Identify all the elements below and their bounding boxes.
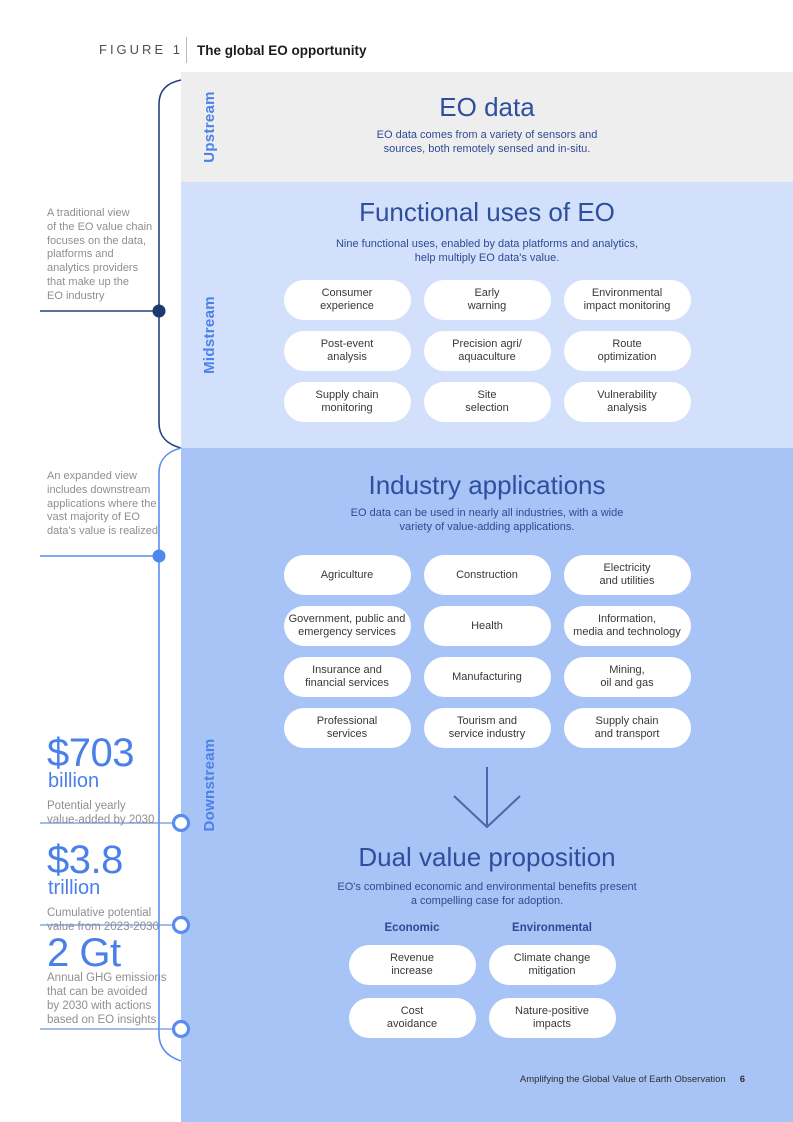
midstream-subtitle: Nine functional uses, enabled by data pl… bbox=[335, 238, 639, 264]
pill-climate-change-mitigation: Climate change mitigation bbox=[488, 945, 616, 985]
pill-construction: Construction bbox=[423, 555, 551, 595]
pill-site-selection: Site selection bbox=[423, 382, 551, 422]
stat-3-8-unit: trillion bbox=[48, 877, 101, 899]
figure-label: FIGURE 1 bbox=[99, 42, 183, 57]
pill-precision-agri-aquaculture: Precision agri/ aquaculture bbox=[423, 331, 551, 371]
industry-subtitle: EO data can be used in nearly all indust… bbox=[350, 507, 624, 533]
report-title: Amplifying the Global Value of Earth Obs… bbox=[519, 1074, 726, 1085]
industry-grid: Agriculture Construction Electricity and… bbox=[181, 555, 793, 748]
pill-early-warning: Early warning bbox=[423, 280, 551, 320]
traditional-view-annotation: A traditional view of the EO value chain… bbox=[47, 207, 153, 302]
pill-vulnerability-analysis: Vulnerability analysis bbox=[563, 382, 691, 422]
industry-title: Industry applications bbox=[368, 470, 606, 500]
dual-column-headers: Economic Environmental bbox=[176, 922, 788, 934]
stat-2gt-caption: Annual GHG emissions that can be avoided… bbox=[47, 972, 167, 1026]
pill-supply-chain-monitoring: Supply chain monitoring bbox=[283, 382, 411, 422]
pill-mining-oil-gas: Mining, oil and gas bbox=[563, 657, 691, 697]
pill-route-optimization: Route optimization bbox=[563, 331, 691, 371]
midstream-band: Midstream Functional uses of EO Nine fun… bbox=[181, 182, 793, 448]
dual-value-grid: Revenue increase Climate change mitigati… bbox=[176, 945, 788, 1038]
midstream-title: Functional uses of EO bbox=[359, 197, 615, 227]
pill-consumer-experience: Consumer experience bbox=[283, 280, 411, 320]
figure-title: The global EO opportunity bbox=[197, 43, 367, 58]
expanded-view-annotation: An expanded view includes downstream app… bbox=[47, 470, 158, 538]
stat-703-caption: Potential yearly value-added by 2030 bbox=[47, 800, 155, 826]
page-footer: Amplifying the Global Value of Earth Obs… bbox=[520, 1074, 745, 1085]
pill-manufacturing: Manufacturing bbox=[423, 657, 551, 697]
figure-header-divider bbox=[186, 37, 187, 63]
pill-insurance-financial-services: Insurance and financial services bbox=[283, 657, 411, 697]
stat-3-8-caption: Cumulative potential value from 2023-203… bbox=[47, 907, 159, 933]
annotation2-dot bbox=[152, 549, 166, 563]
annotation1-dot bbox=[152, 304, 166, 318]
pill-information-media-technology: Information, media and technology bbox=[563, 606, 691, 646]
down-arrow-icon bbox=[453, 767, 521, 829]
downstream-band: Downstream Industry applications EO data… bbox=[181, 448, 793, 1122]
pill-revenue-increase: Revenue increase bbox=[348, 945, 476, 985]
dual-value-title: Dual value proposition bbox=[358, 842, 616, 872]
economic-header: Economic bbox=[384, 922, 440, 934]
pill-nature-positive-impacts: Nature-positive impacts bbox=[488, 998, 616, 1038]
downstream-band-label: Downstream bbox=[201, 738, 218, 832]
upstream-title: EO data bbox=[439, 92, 535, 122]
pill-supply-chain-transport: Supply chain and transport bbox=[563, 708, 691, 748]
dual-value-subtitle: EO's combined economic and environmental… bbox=[337, 881, 637, 907]
pill-cost-avoidance: Cost avoidance bbox=[348, 998, 476, 1038]
pill-post-event-analysis: Post-event analysis bbox=[283, 331, 411, 371]
traditional-view-bracket bbox=[158, 79, 182, 449]
pill-electricity-and-utilities: Electricity and utilities bbox=[563, 555, 691, 595]
stat-703-value: $703 bbox=[47, 731, 134, 775]
upstream-band: Upstream EO data EO data comes from a va… bbox=[181, 72, 793, 182]
stat-3-8-value: $3.8 bbox=[47, 838, 123, 882]
pill-environmental-impact-monitoring: Environmental impact monitoring bbox=[563, 280, 691, 320]
stat-703-unit: billion bbox=[48, 770, 100, 792]
pill-professional-services: Professional services bbox=[283, 708, 411, 748]
stat-2gt-value: 2 Gt bbox=[47, 931, 121, 975]
environmental-header: Environmental bbox=[512, 922, 592, 934]
pill-government-public-emergency: Government, public and emergency service… bbox=[283, 606, 411, 646]
page-number: 6 bbox=[739, 1074, 745, 1085]
pill-health: Health bbox=[423, 606, 551, 646]
pill-agriculture: Agriculture bbox=[283, 555, 411, 595]
pill-tourism-service-industry: Tourism and service industry bbox=[423, 708, 551, 748]
upstream-subtitle: EO data comes from a variety of sensors … bbox=[376, 129, 598, 155]
functional-uses-grid: Consumer experience Early warning Enviro… bbox=[181, 280, 793, 422]
